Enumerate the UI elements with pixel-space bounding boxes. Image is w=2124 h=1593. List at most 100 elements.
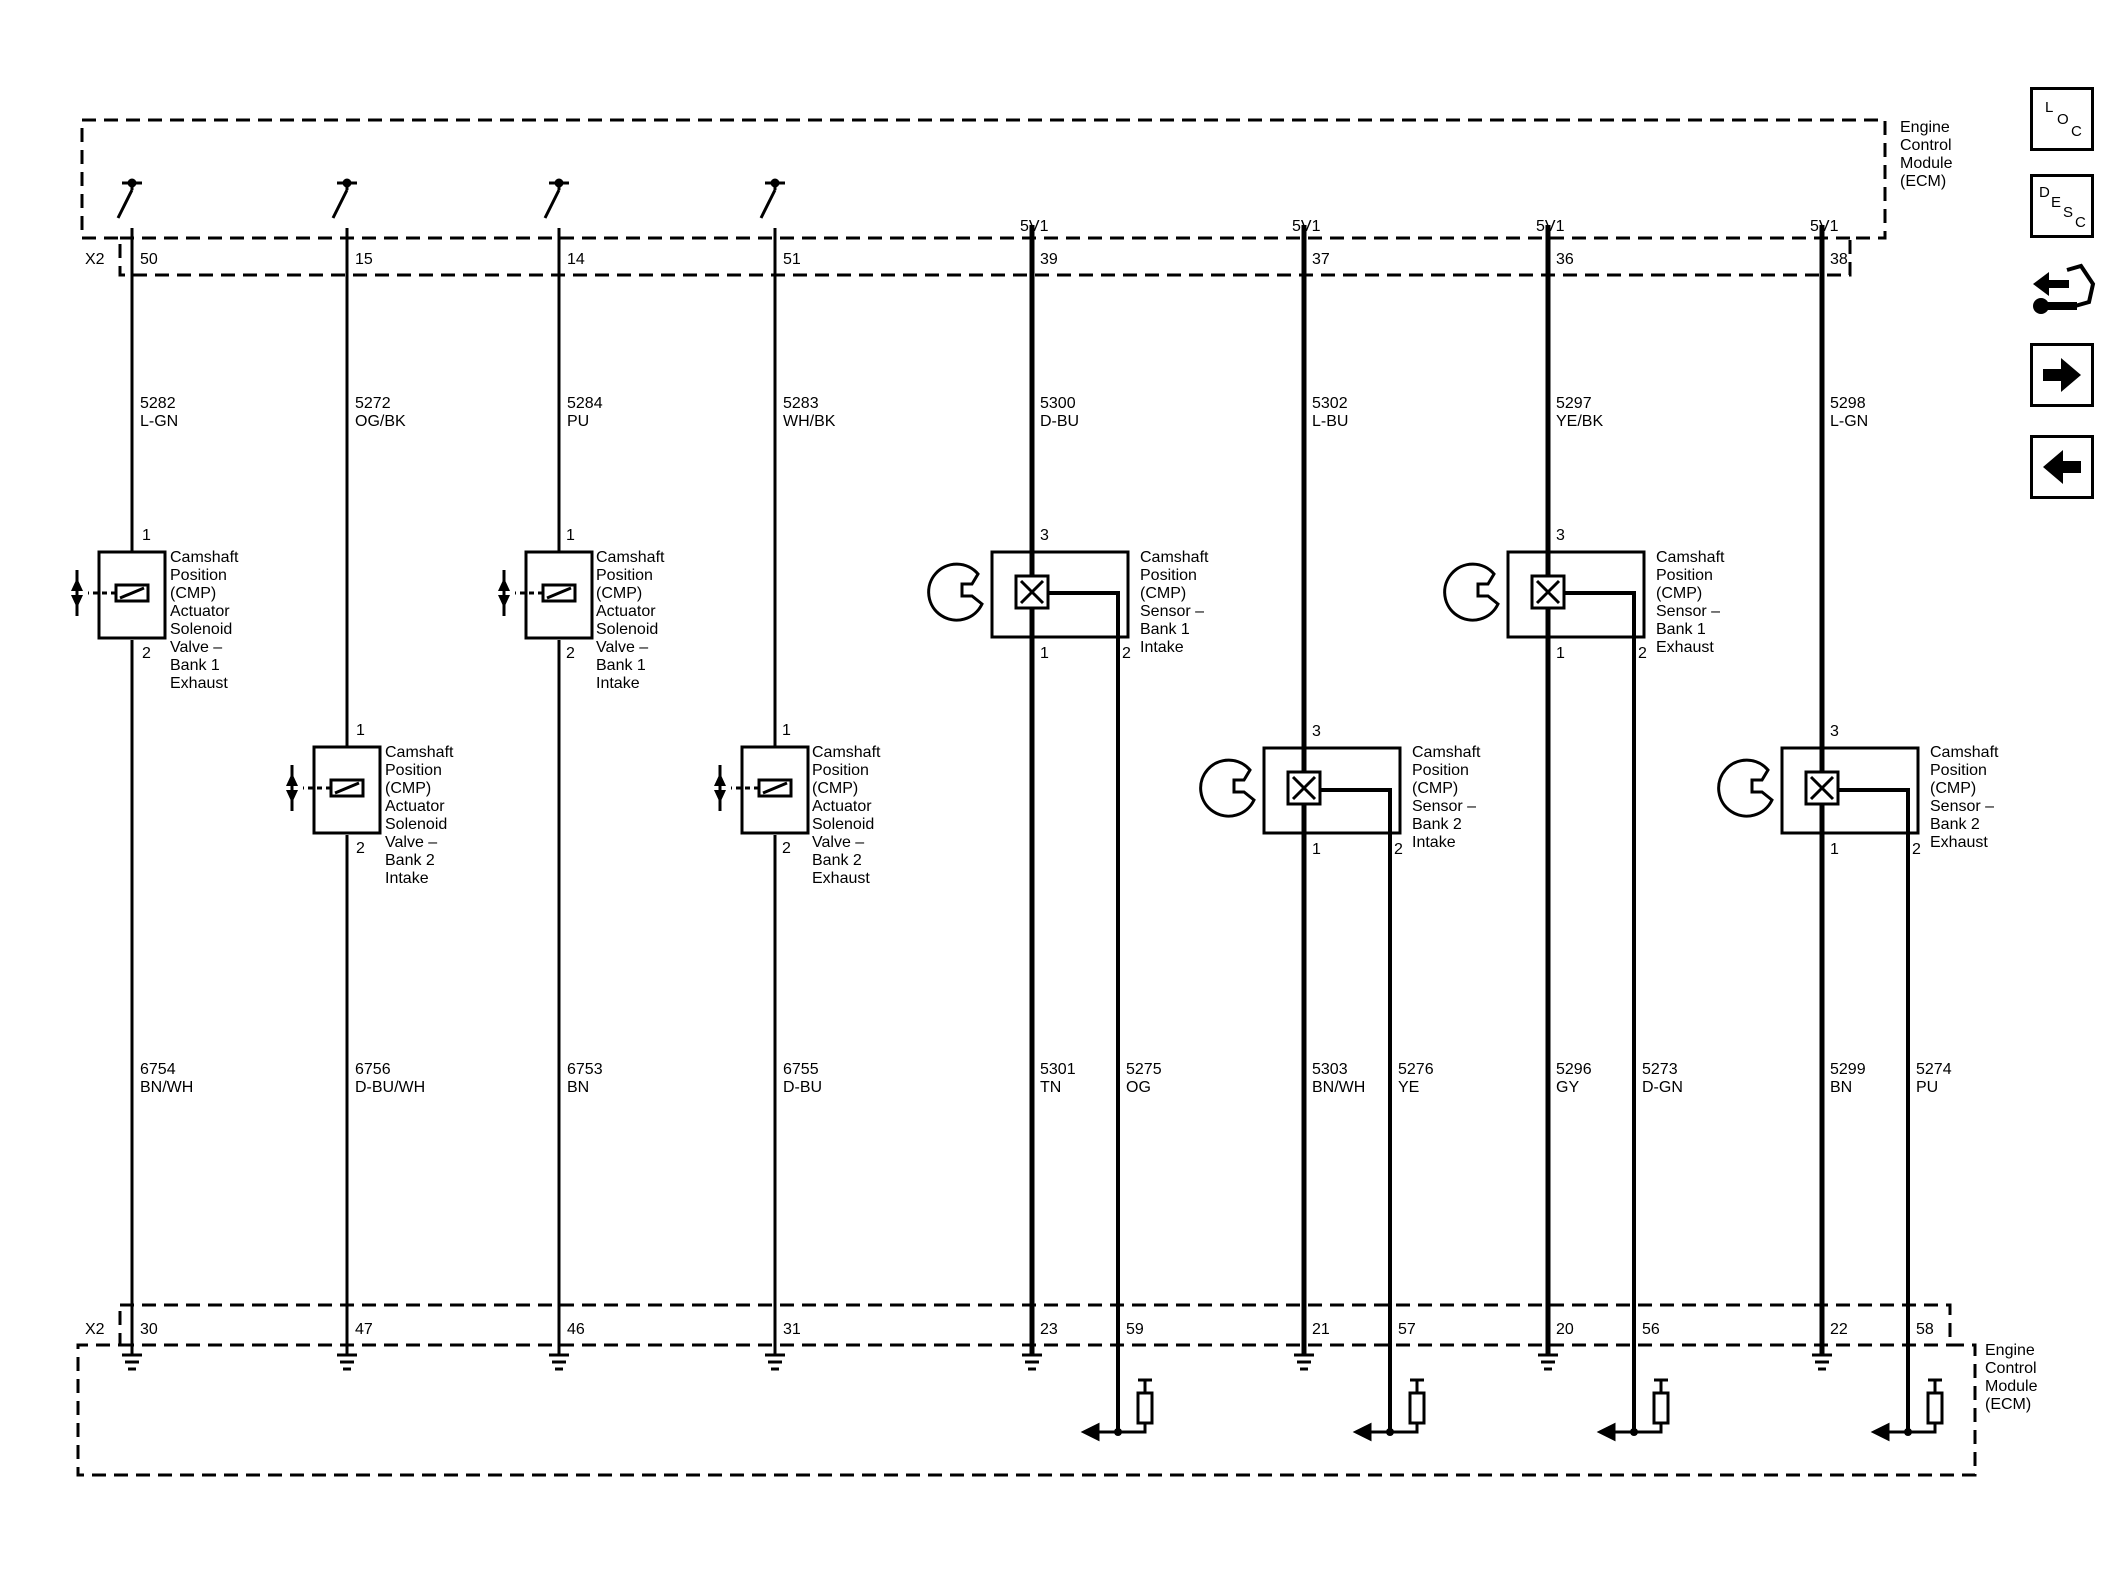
svg-text:L: L <box>2045 99 2053 116</box>
svg-text:L-BU: L-BU <box>1312 413 1348 430</box>
svg-text:2: 2 <box>566 645 575 662</box>
svg-text:38: 38 <box>1830 251 1848 268</box>
svg-text:39: 39 <box>1040 251 1058 268</box>
svg-text:Position: Position <box>1930 762 1987 779</box>
svg-text:6754: 6754 <box>140 1061 176 1078</box>
ground-icon <box>337 1353 357 1371</box>
ground-icon <box>549 1353 569 1371</box>
svg-text:C: C <box>2071 123 2082 140</box>
solenoid-coil-icon <box>303 778 365 798</box>
svg-text:5275: 5275 <box>1126 1061 1162 1078</box>
svg-text:Camshaft: Camshaft <box>1412 744 1481 761</box>
svg-text:1: 1 <box>1040 645 1049 662</box>
svg-text:2: 2 <box>142 645 151 662</box>
svg-text:D-BU: D-BU <box>1040 413 1079 430</box>
svg-text:Camshaft: Camshaft <box>596 549 665 566</box>
ecm-upper-outline <box>80 118 1887 277</box>
svg-text:1: 1 <box>1556 645 1565 662</box>
reluctor-wheel-icon <box>1443 562 1500 622</box>
svg-text:BN/WH: BN/WH <box>1312 1079 1365 1096</box>
svg-text:6755: 6755 <box>783 1061 819 1078</box>
svg-text:Camshaft: Camshaft <box>1140 549 1209 566</box>
svg-text:(CMP): (CMP) <box>170 585 216 602</box>
driver-switch-14 <box>543 178 569 219</box>
svg-text:(CMP): (CMP) <box>1930 780 1976 797</box>
svg-text:Camshaft: Camshaft <box>385 744 454 761</box>
svg-text:Position: Position <box>596 567 653 584</box>
svg-text:21: 21 <box>1312 1321 1330 1338</box>
svg-text:Actuator: Actuator <box>596 603 656 620</box>
connector-label-top: X2 <box>85 251 105 268</box>
svg-text:Engine: Engine <box>1985 1342 2035 1359</box>
loc-button[interactable]: L O C <box>2030 87 2094 151</box>
svg-text:2: 2 <box>1912 841 1921 858</box>
previous-button[interactable] <box>2030 435 2094 499</box>
svg-text:Position: Position <box>170 567 227 584</box>
svg-text:Actuator: Actuator <box>385 798 445 815</box>
svg-text:PU: PU <box>1916 1079 1938 1096</box>
svg-text:22: 22 <box>1830 1321 1848 1338</box>
svg-text:2: 2 <box>1122 645 1131 662</box>
svg-text:(CMP): (CMP) <box>1140 585 1186 602</box>
svg-text:1: 1 <box>782 722 791 739</box>
svg-text:Camshaft: Camshaft <box>812 744 881 761</box>
ground-icon <box>1538 1353 1558 1371</box>
svg-text:Actuator: Actuator <box>812 798 872 815</box>
svg-text:(CMP): (CMP) <box>596 585 642 602</box>
svg-text:1: 1 <box>566 527 575 544</box>
svg-text:Bank 1: Bank 1 <box>1656 621 1706 638</box>
svg-text:GY: GY <box>1556 1079 1579 1096</box>
solenoid-valve-bank1-exhaust: 1 2 Camshaft Position (CMP) Actuator Sol… <box>71 527 239 692</box>
svg-text:1: 1 <box>1830 841 1839 858</box>
svg-text:58: 58 <box>1916 1321 1934 1338</box>
svg-text:46: 46 <box>567 1321 585 1338</box>
svg-text:Control: Control <box>1900 137 1952 154</box>
cmp-sensor-bank2-exhaust: 3 1 2 Camshaft Position (CMP) Sensor – B… <box>1717 723 1999 858</box>
svg-text:Exhaust: Exhaust <box>170 675 228 692</box>
svg-text:3: 3 <box>1556 527 1565 544</box>
svg-text:Bank 1: Bank 1 <box>596 657 646 674</box>
svg-text:PU: PU <box>567 413 589 430</box>
solenoid-valve-bank2-exhaust: 1 2 Camshaft Position (CMP) Actuator Sol… <box>714 722 881 887</box>
svg-text:Module: Module <box>1900 155 1953 172</box>
svg-text:Actuator: Actuator <box>170 603 230 620</box>
svg-text:5297: 5297 <box>1556 395 1592 412</box>
svg-text:Solenoid: Solenoid <box>812 816 874 833</box>
svg-text:YE: YE <box>1398 1079 1419 1096</box>
svg-text:5296: 5296 <box>1556 1061 1592 1078</box>
lower-pin-numbers: 30 47 46 31 23 59 21 57 20 56 22 58 <box>140 1321 1934 1338</box>
svg-text:Exhaust: Exhaust <box>1656 639 1714 656</box>
next-button[interactable] <box>2030 343 2094 407</box>
svg-text:Position: Position <box>1412 762 1469 779</box>
svg-text:37: 37 <box>1312 251 1330 268</box>
svg-text:1: 1 <box>356 722 365 739</box>
svg-text:6756: 6756 <box>355 1061 391 1078</box>
driver-switch-50 <box>116 178 142 219</box>
ground-icon <box>1812 1353 1832 1371</box>
svg-text:(CMP): (CMP) <box>1656 585 1702 602</box>
svg-text:47: 47 <box>355 1321 373 1338</box>
svg-text:Control: Control <box>1985 1360 2037 1377</box>
svg-text:Sensor –: Sensor – <box>1930 798 1994 815</box>
cmp-sensor-bank1-intake: 3 1 2 Camshaft Position (CMP) Sensor – B… <box>927 527 1209 662</box>
ecm-signal-inputs <box>1080 1378 1944 1442</box>
cmp-sensor-bank1-exhaust: 3 1 2 Camshaft Position (CMP) Sensor – B… <box>1443 527 1725 662</box>
svg-text:30: 30 <box>140 1321 158 1338</box>
svg-text:Bank 2: Bank 2 <box>1930 816 1980 833</box>
solenoid-coil-icon <box>515 583 577 603</box>
svg-text:31: 31 <box>783 1321 801 1338</box>
connector-end-view-button[interactable] <box>2027 258 2097 324</box>
svg-text:Bank 1: Bank 1 <box>170 657 220 674</box>
solenoid-coil-icon <box>88 583 150 603</box>
svg-text:5301: 5301 <box>1040 1061 1076 1078</box>
svg-text:(CMP): (CMP) <box>385 780 431 797</box>
svg-text:Camshaft: Camshaft <box>1930 744 1999 761</box>
svg-text:15: 15 <box>355 251 373 268</box>
svg-text:Position: Position <box>1140 567 1197 584</box>
svg-text:Sensor –: Sensor – <box>1656 603 1720 620</box>
svg-text:5303: 5303 <box>1312 1061 1348 1078</box>
svg-text:5300: 5300 <box>1040 395 1076 412</box>
desc-button[interactable]: D E S C <box>2030 174 2094 238</box>
svg-text:Valve –: Valve – <box>812 834 864 851</box>
